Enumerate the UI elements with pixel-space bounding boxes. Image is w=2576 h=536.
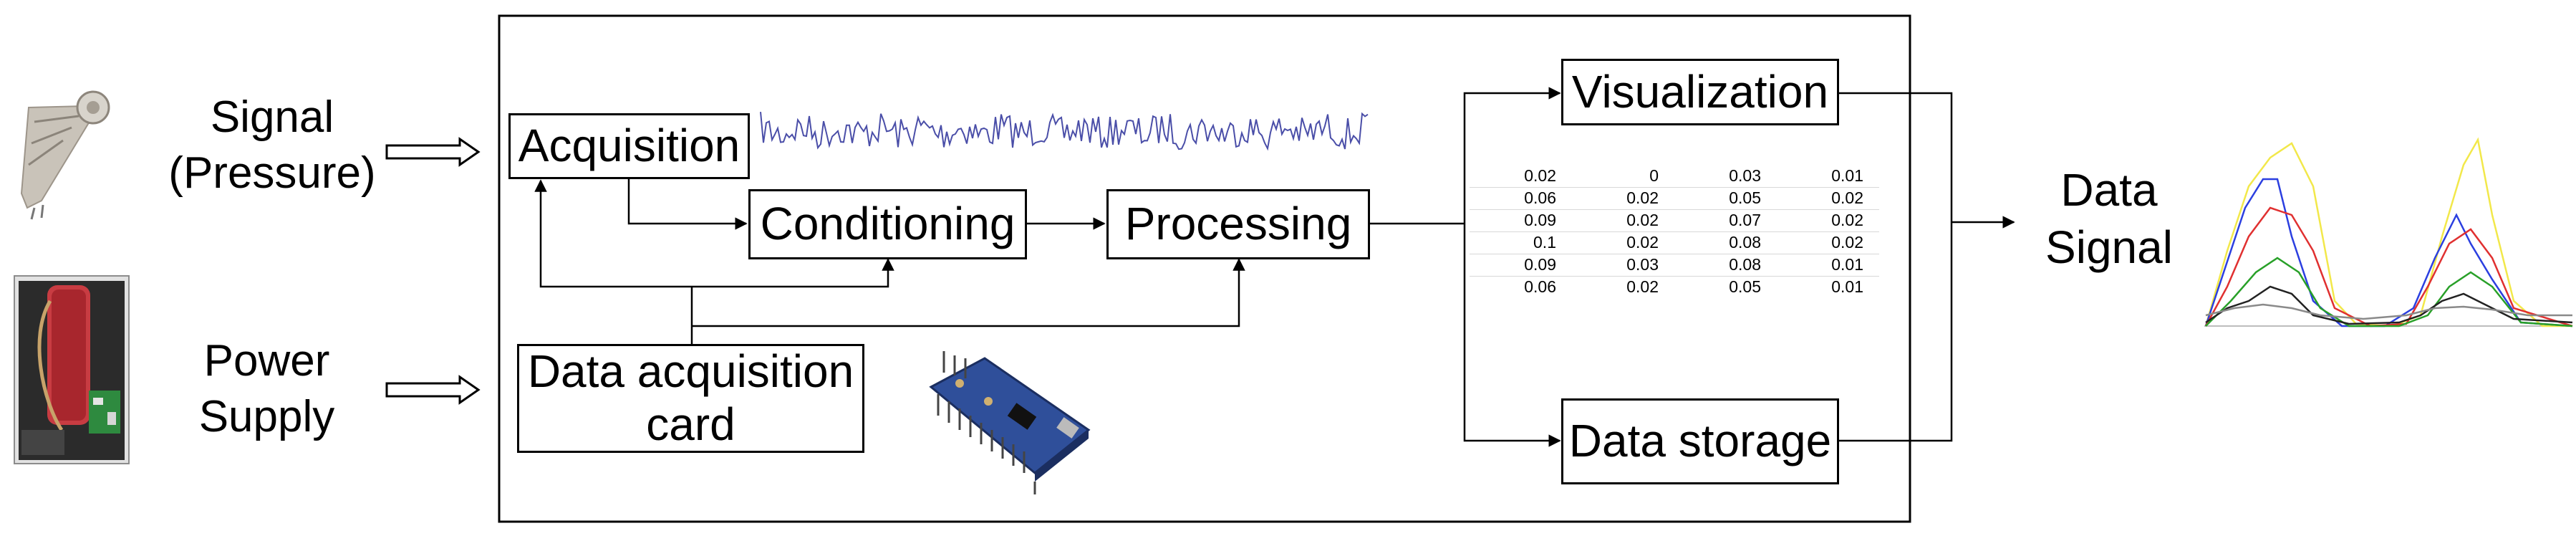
data-signal-line2: Signal xyxy=(2045,221,2173,273)
power-input-arrow xyxy=(385,375,481,405)
data-storage-box: Data storage xyxy=(1561,398,1839,484)
daq-to-proc-arrow xyxy=(692,258,1245,327)
battery-pack-photo xyxy=(14,275,130,464)
table-cell: 0.08 xyxy=(1674,231,1777,254)
table-cell: 0.06 xyxy=(1470,186,1572,209)
pressure-sensor-photo xyxy=(20,90,110,220)
table-cell: 0.02 xyxy=(1572,209,1674,231)
visualization-box: Visualization xyxy=(1561,59,1839,125)
table-cell: 0.02 xyxy=(1777,186,1879,209)
acquisition-label: Acquisition xyxy=(518,120,741,172)
visualization-out-line xyxy=(1839,92,1953,222)
table-cell: 0.02 xyxy=(1572,186,1674,209)
table-cell: 0.02 xyxy=(1777,209,1879,231)
daq-to-cond-arrow xyxy=(692,258,894,288)
daq-label-line1: Data acquisition xyxy=(527,345,854,398)
table-cell: 0.1 xyxy=(1470,231,1572,254)
conditioning-label: Conditioning xyxy=(760,198,1016,250)
data-storage-label: Data storage xyxy=(1568,415,1832,467)
table-row: 0.02 0 0.03 0.01 xyxy=(1470,165,1879,187)
table-cell: 0.02 xyxy=(1572,231,1674,254)
table-cell: 0.02 xyxy=(1777,231,1879,254)
processing-label: Processing xyxy=(1124,198,1352,250)
table-cell: 0.01 xyxy=(1777,275,1879,298)
daq-label-line2: card xyxy=(646,398,735,450)
table-cell: 0.09 xyxy=(1470,253,1572,276)
table-cell: 0.09 xyxy=(1470,209,1572,231)
plot-series-line xyxy=(2205,303,2572,320)
to-storage-arrow xyxy=(1463,224,1561,447)
signal-label-line2: (Pressure) xyxy=(168,148,376,198)
conditioning-box: Conditioning xyxy=(748,189,1027,259)
plot-series-line xyxy=(2205,257,2573,327)
table-cell: 0.05 xyxy=(1674,186,1777,209)
signal-label-line1: Signal xyxy=(210,92,334,142)
microcontroller-board-photo xyxy=(929,351,1091,494)
table-cell: 0.07 xyxy=(1674,209,1777,231)
to-visualization-arrow xyxy=(1463,87,1561,224)
table-cell: 0.05 xyxy=(1674,275,1777,298)
table-cell: 0.02 xyxy=(1572,275,1674,298)
raw-signal-waveform xyxy=(760,112,1369,151)
acq-to-cond-arrow xyxy=(627,179,748,230)
signal-label: Signal (Pressure) xyxy=(154,90,390,201)
visualization-label: Visualization xyxy=(1571,65,1829,118)
daq-to-acq-arrow xyxy=(534,179,692,288)
plot-series-line xyxy=(2204,137,2572,327)
system-frame xyxy=(498,14,1911,523)
data-signal-label: Data Signal xyxy=(2020,161,2199,276)
power-label-line1: Power xyxy=(203,336,330,386)
table-cell: 0.02 xyxy=(1524,166,1556,185)
processing-box: Processing xyxy=(1106,189,1370,259)
table-cell: 0.06 xyxy=(1470,275,1572,298)
plot-series-line xyxy=(2205,285,2573,325)
table-cell: 0.01 xyxy=(1777,253,1879,276)
table-cell: 0.01 xyxy=(1831,166,1863,185)
table-cell: 0.08 xyxy=(1674,253,1777,276)
signal-input-arrow xyxy=(385,137,481,167)
table-cell: 0.03 xyxy=(1729,166,1761,185)
power-supply-label: Power Supply xyxy=(172,333,362,444)
power-label-line2: Supply xyxy=(198,391,335,441)
multi-signal-plot xyxy=(2204,137,2573,327)
data-acquisition-card-box: Data acquisition card xyxy=(517,344,864,453)
acquisition-box: Acquisition xyxy=(508,113,750,179)
plot-series-line xyxy=(2204,206,2573,327)
data-signal-line1: Data xyxy=(2060,164,2158,216)
storage-out-line xyxy=(1839,222,1953,442)
table-cell: 0.03 xyxy=(1572,253,1674,276)
table-cell: 0 xyxy=(1649,166,1659,185)
